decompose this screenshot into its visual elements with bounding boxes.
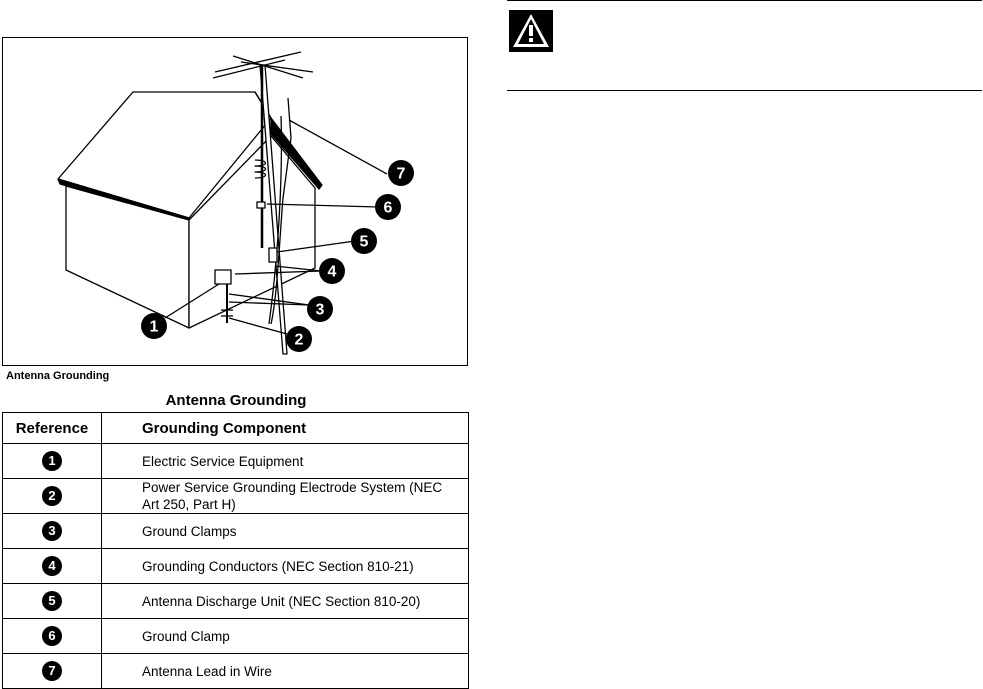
reference-header: Reference [2,412,102,444]
table-row: 5 Antenna Discharge Unit (NEC Section 81… [2,583,469,619]
svg-text:7: 7 [397,166,406,183]
callout-6: 6 [375,194,401,220]
component-name: Ground Clamp [101,618,469,654]
table-row: 7 Antenna Lead in Wire [2,653,469,689]
reference-number-badge: 5 [42,591,62,611]
warning-bottom-rule [507,90,982,91]
svg-text:6: 6 [384,200,393,217]
table-row: 6 Ground Clamp [2,618,469,654]
warning-top-rule [507,0,982,1]
component-name: Electric Service Equipment [101,443,469,479]
reference-number-badge: 4 [42,556,62,576]
figure-callouts: 7 6 5 4 3 2 1 [141,160,414,352]
callout-5: 5 [351,228,377,254]
reference-number-badge: 7 [42,661,62,681]
house-antenna-diagram: 7 6 5 4 3 2 1 [57,51,414,355]
component-name: Grounding Conductors (NEC Section 810-21… [101,548,469,584]
table-title: Antenna Grounding [165,392,307,409]
callout-2: 2 [286,326,312,352]
component-name: Ground Clamps [101,513,469,549]
component-name: Power Service Grounding Electrode System… [101,478,469,514]
svg-text:4: 4 [328,264,337,281]
callout-1: 1 [141,313,167,339]
antenna-grounding-figure: 7 6 5 4 3 2 1 [2,37,468,366]
callout-4: 4 [319,258,345,284]
svg-text:5: 5 [360,234,369,251]
figure-caption: Antenna Grounding [6,370,110,382]
callout-3: 3 [307,296,333,322]
svg-text:1: 1 [150,319,159,336]
table-row: 3 Ground Clamps [2,513,469,549]
reference-number-badge: 6 [42,626,62,646]
component-name: Antenna Discharge Unit (NEC Section 810-… [101,583,469,619]
component-header: Grounding Component [101,412,469,444]
reference-number-badge: 2 [42,486,62,506]
roof-side [270,117,323,190]
svg-text:3: 3 [316,302,325,319]
reference-number-badge: 3 [42,521,62,541]
grounding-components-table: Reference Grounding Component 1 Electric… [2,412,469,689]
lead-in-wire [270,97,292,325]
component-name: Antenna Lead in Wire [101,653,469,689]
reference-number-badge: 1 [42,451,62,471]
callout-7: 7 [388,160,414,186]
warning-triangle-icon [509,10,553,52]
table-header-row: Reference Grounding Component [2,412,469,444]
discharge-unit [268,247,278,263]
service-box [214,269,232,285]
table-row: 2 Power Service Grounding Electrode Syst… [2,478,469,514]
table-row: 4 Grounding Conductors (NEC Section 810-… [2,548,469,584]
svg-text:2: 2 [295,332,304,349]
table-row: 1 Electric Service Equipment [2,443,469,479]
